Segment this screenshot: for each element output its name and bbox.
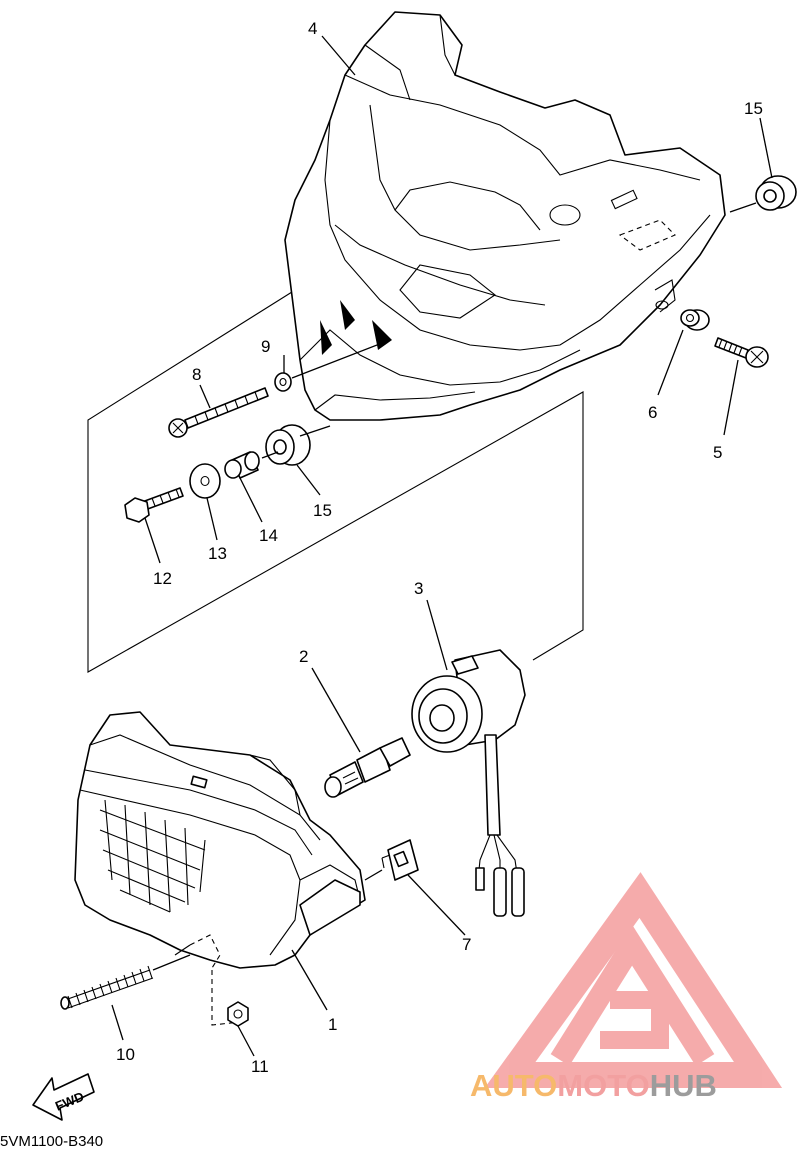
callout-8: 8: [192, 365, 201, 384]
callout-15-lower: 15: [313, 501, 332, 520]
hex-bolt: [124, 487, 184, 523]
assembly-outline: [87, 264, 584, 673]
callout-14: 14: [259, 526, 278, 545]
callout-numbers: 4 15 9 8 6 5 15 14 13 12 3 2 7 1 10 11: [116, 19, 763, 1076]
callout-15-upper: 15: [744, 99, 763, 118]
watermark-auto: AUTO: [470, 1068, 557, 1103]
watermark-logo: [484, 872, 783, 1088]
svg-text:AUTOMOTOHUB: AUTOMOTOHUB: [470, 1068, 717, 1103]
callout-10: 10: [116, 1045, 135, 1064]
grommet-lower: [265, 424, 331, 466]
callout-5: 5: [713, 443, 722, 462]
callout-11: 11: [251, 1057, 269, 1076]
diagram-code: 5VM1100-B340: [0, 1133, 103, 1149]
callout-13: 13: [208, 544, 227, 563]
callout-7: 7: [462, 935, 471, 954]
callout-4: 4: [308, 19, 317, 38]
watermark-moto: MOTO: [557, 1068, 649, 1103]
callout-12: 12: [153, 569, 172, 588]
wire-clip: [364, 839, 419, 881]
adjuster-spring: [60, 954, 191, 1010]
callout-6: 6: [648, 403, 657, 422]
leader-lines: [111, 35, 773, 1057]
screw-right: [714, 337, 769, 368]
callout-2: 2: [299, 647, 308, 666]
hex-nut: [227, 1001, 249, 1027]
callout-3: 3: [414, 579, 423, 598]
headlight-unit: [74, 711, 366, 1026]
callout-9: 9: [261, 337, 270, 356]
headlight-bulb: [324, 737, 411, 798]
watermark-hub: HUB: [650, 1068, 717, 1103]
grommet-upper: [729, 175, 797, 213]
watermark-text: AUTOMOTOHUB: [470, 1068, 717, 1103]
headlight-cover: [284, 11, 726, 421]
bulb-socket: [411, 649, 526, 917]
collar: [680, 309, 710, 331]
washer-small: [274, 339, 391, 392]
spacer-collar: [224, 451, 279, 479]
washer-large: [189, 463, 221, 499]
long-bolt: [168, 387, 269, 438]
forward-arrow: FWD: [32, 1073, 95, 1121]
callout-1: 1: [328, 1015, 337, 1034]
